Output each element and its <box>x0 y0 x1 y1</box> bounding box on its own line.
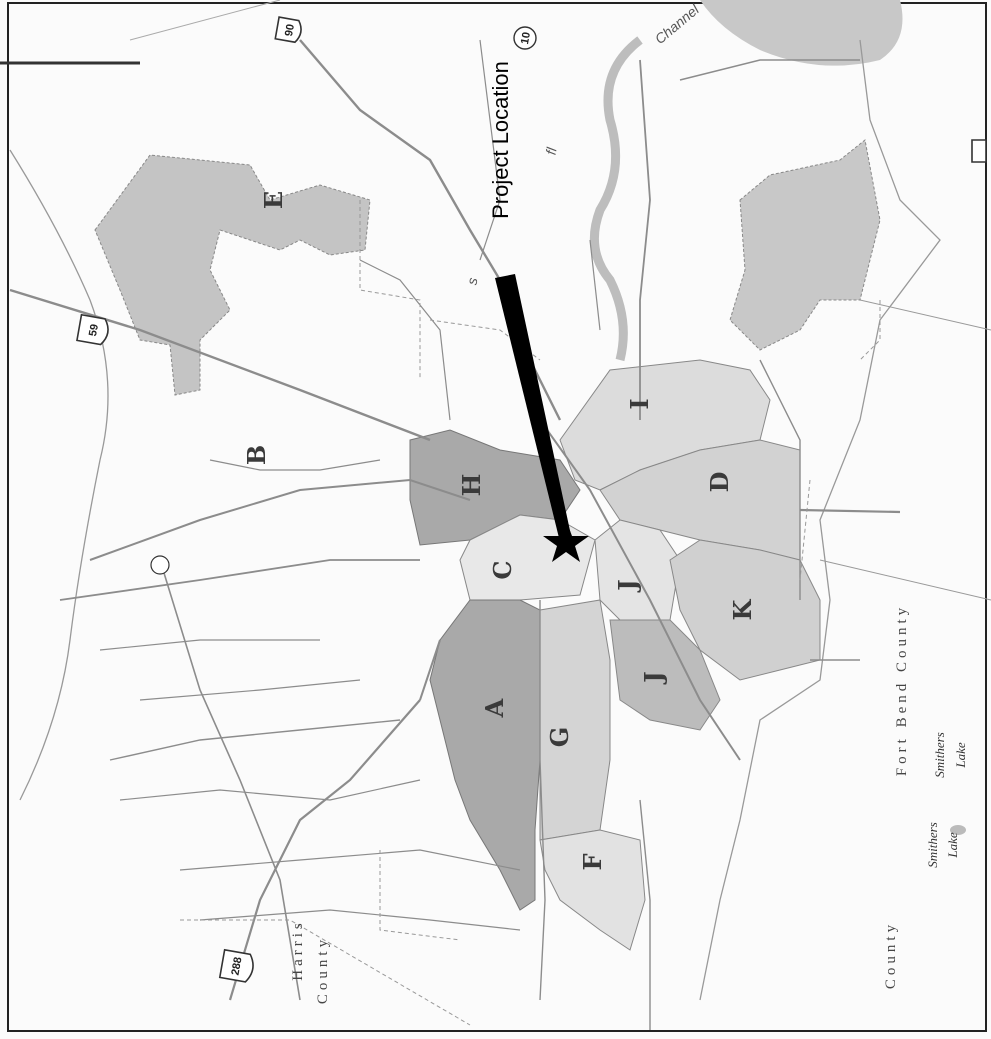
zone-label-i: I <box>625 398 654 409</box>
county-line-north <box>129 0 281 41</box>
road-network <box>9 39 901 1030</box>
s-label: s <box>464 276 481 286</box>
highway-shield-us288: 288 <box>218 948 254 983</box>
zone-e-area <box>94 154 371 396</box>
zone-label-g: G <box>545 727 574 748</box>
channel-label: Channel <box>652 1 703 47</box>
smithers-lake-label-1b: Lake <box>945 832 960 859</box>
smithers-lake-label-2: Smithers <box>932 732 947 778</box>
project-location-label: Project Location <box>488 61 513 219</box>
harris-county-label: County <box>315 936 331 1004</box>
zone-g-area <box>539 599 611 841</box>
smithers-lake <box>950 825 966 835</box>
county-line-southeast <box>819 559 991 601</box>
county-line-east <box>859 299 991 331</box>
highway-shield-small <box>150 139 987 575</box>
zone-label-d: D <box>705 472 734 493</box>
city-limits <box>180 200 881 1026</box>
svg-text:288: 288 <box>229 956 244 976</box>
highway-shield-us59: 59 <box>76 313 109 346</box>
county-boundary-east <box>699 39 941 1001</box>
zone-label-k: K <box>728 598 757 620</box>
brazos-river <box>589 36 643 362</box>
zone-label-j-lower: J <box>639 671 668 684</box>
zone-a-area <box>429 599 541 911</box>
highway-shield-us10: 10 <box>513 26 537 50</box>
zone-f-area <box>539 829 646 951</box>
zone-label-f: F <box>578 853 607 870</box>
map-frame <box>7 2 987 1032</box>
smithers-lake-label-2b: Lake <box>953 742 968 769</box>
smithers-lake-label-1: Smithers <box>925 822 940 868</box>
zone-label-b: B <box>242 445 271 465</box>
fort-bend-county-label: Fort Bend County <box>894 604 910 776</box>
zone-j-upper-area <box>594 519 681 621</box>
highway-shield-us90: 90 <box>274 16 302 44</box>
zone-labels: E B H I D C J K J A G F <box>242 191 757 871</box>
fl-label: fl <box>543 145 560 156</box>
zone-northeast-area <box>729 139 881 351</box>
zone-label-e: E <box>259 191 288 209</box>
callout-pointer <box>495 274 572 542</box>
harris-label: Harris <box>290 919 306 981</box>
svg-text:59: 59 <box>87 323 101 337</box>
project-star-icon <box>543 520 589 562</box>
bay-water <box>700 0 903 66</box>
county-boundary-west <box>9 149 109 801</box>
zone-label-a: A <box>480 698 509 718</box>
svg-text:90: 90 <box>283 23 297 37</box>
zone-label-j-upper: J <box>613 579 642 592</box>
zone-label-h: H <box>457 474 486 497</box>
zone-label-c: C <box>488 560 517 579</box>
svg-text:10: 10 <box>519 31 533 45</box>
county-label-bottom: County <box>883 921 899 989</box>
